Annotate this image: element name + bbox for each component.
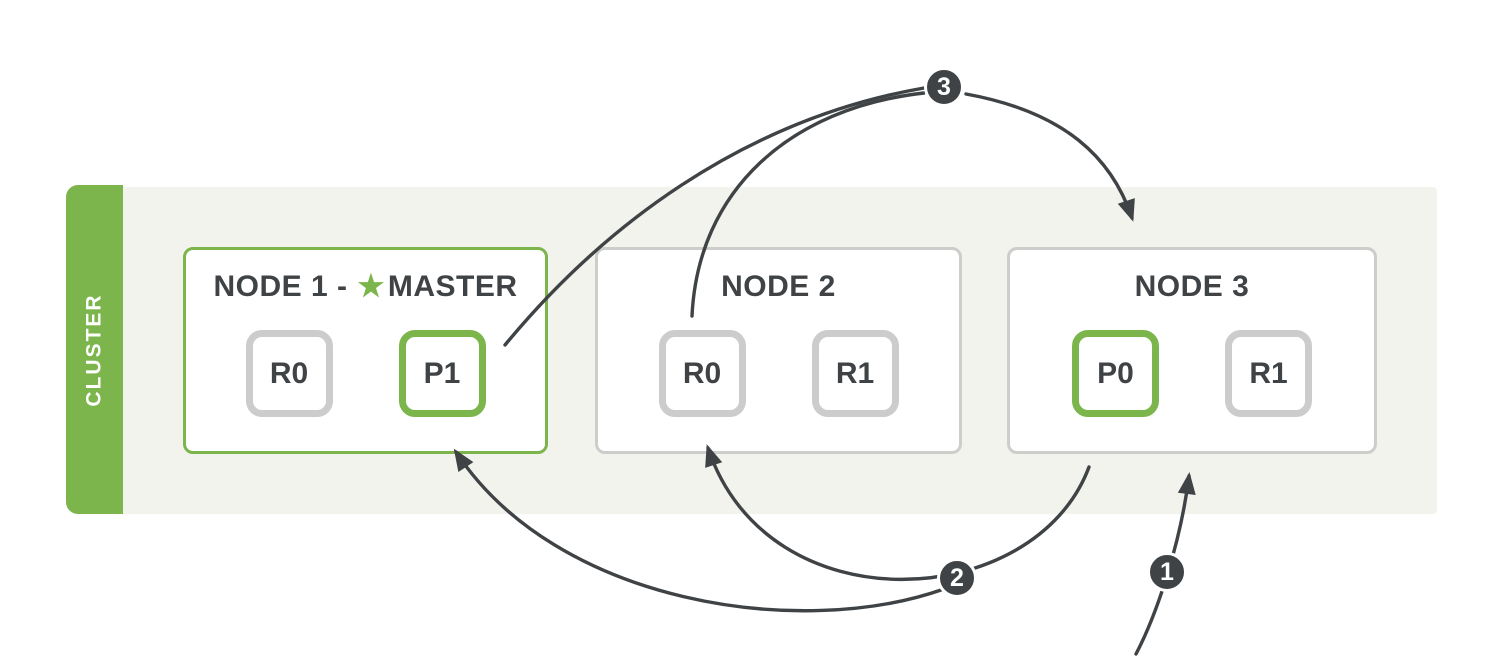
step-number: 3 <box>937 72 951 101</box>
node-2-box: NODE 2 R0 R1 <box>595 247 962 454</box>
node-1-title: NODE 1 - ★ MASTER <box>186 270 545 304</box>
shard-label: R0 <box>682 356 722 390</box>
node-1-master-label: MASTER <box>387 270 518 303</box>
master-star-icon: ★ <box>357 270 385 303</box>
shard-label: R1 <box>835 356 875 390</box>
shard-node3-p0: P0 <box>1072 330 1159 417</box>
node-3-title: NODE 3 <box>1010 270 1374 304</box>
node-1-shards: R0 P1 <box>186 330 545 417</box>
shard-node2-r0: R0 <box>658 330 746 417</box>
node-3-box: NODE 3 P0 R1 <box>1007 247 1377 454</box>
shard-node1-r0: R0 <box>245 330 333 417</box>
step-number: 2 <box>950 563 964 592</box>
shard-node2-r1: R1 <box>811 330 899 417</box>
node-1-box: NODE 1 - ★ MASTER R0 P1 <box>183 247 548 454</box>
shard-label: R0 <box>269 356 309 390</box>
cluster-label: CLUSTER <box>82 292 106 407</box>
shard-node3-r1: R1 <box>1225 330 1312 417</box>
node-1-name: NODE 1 - <box>213 270 348 303</box>
shard-label: R1 <box>1249 356 1288 390</box>
node-2-shards: R0 R1 <box>598 330 959 417</box>
node-2-title: NODE 2 <box>598 270 959 304</box>
step-badge-1: 1 <box>1147 552 1187 592</box>
cluster-label-tab: CLUSTER <box>66 185 123 514</box>
step-number: 1 <box>1160 557 1174 586</box>
shard-label: P1 <box>423 356 461 390</box>
step-badge-2: 2 <box>937 558 977 598</box>
shard-node1-p1: P1 <box>398 330 486 417</box>
step-badge-3: 3 <box>924 67 964 107</box>
node-3-name: NODE 3 <box>1134 270 1250 303</box>
node-2-name: NODE 2 <box>721 270 836 303</box>
node-3-shards: P0 R1 <box>1010 330 1374 417</box>
shard-label: P0 <box>1097 356 1134 390</box>
